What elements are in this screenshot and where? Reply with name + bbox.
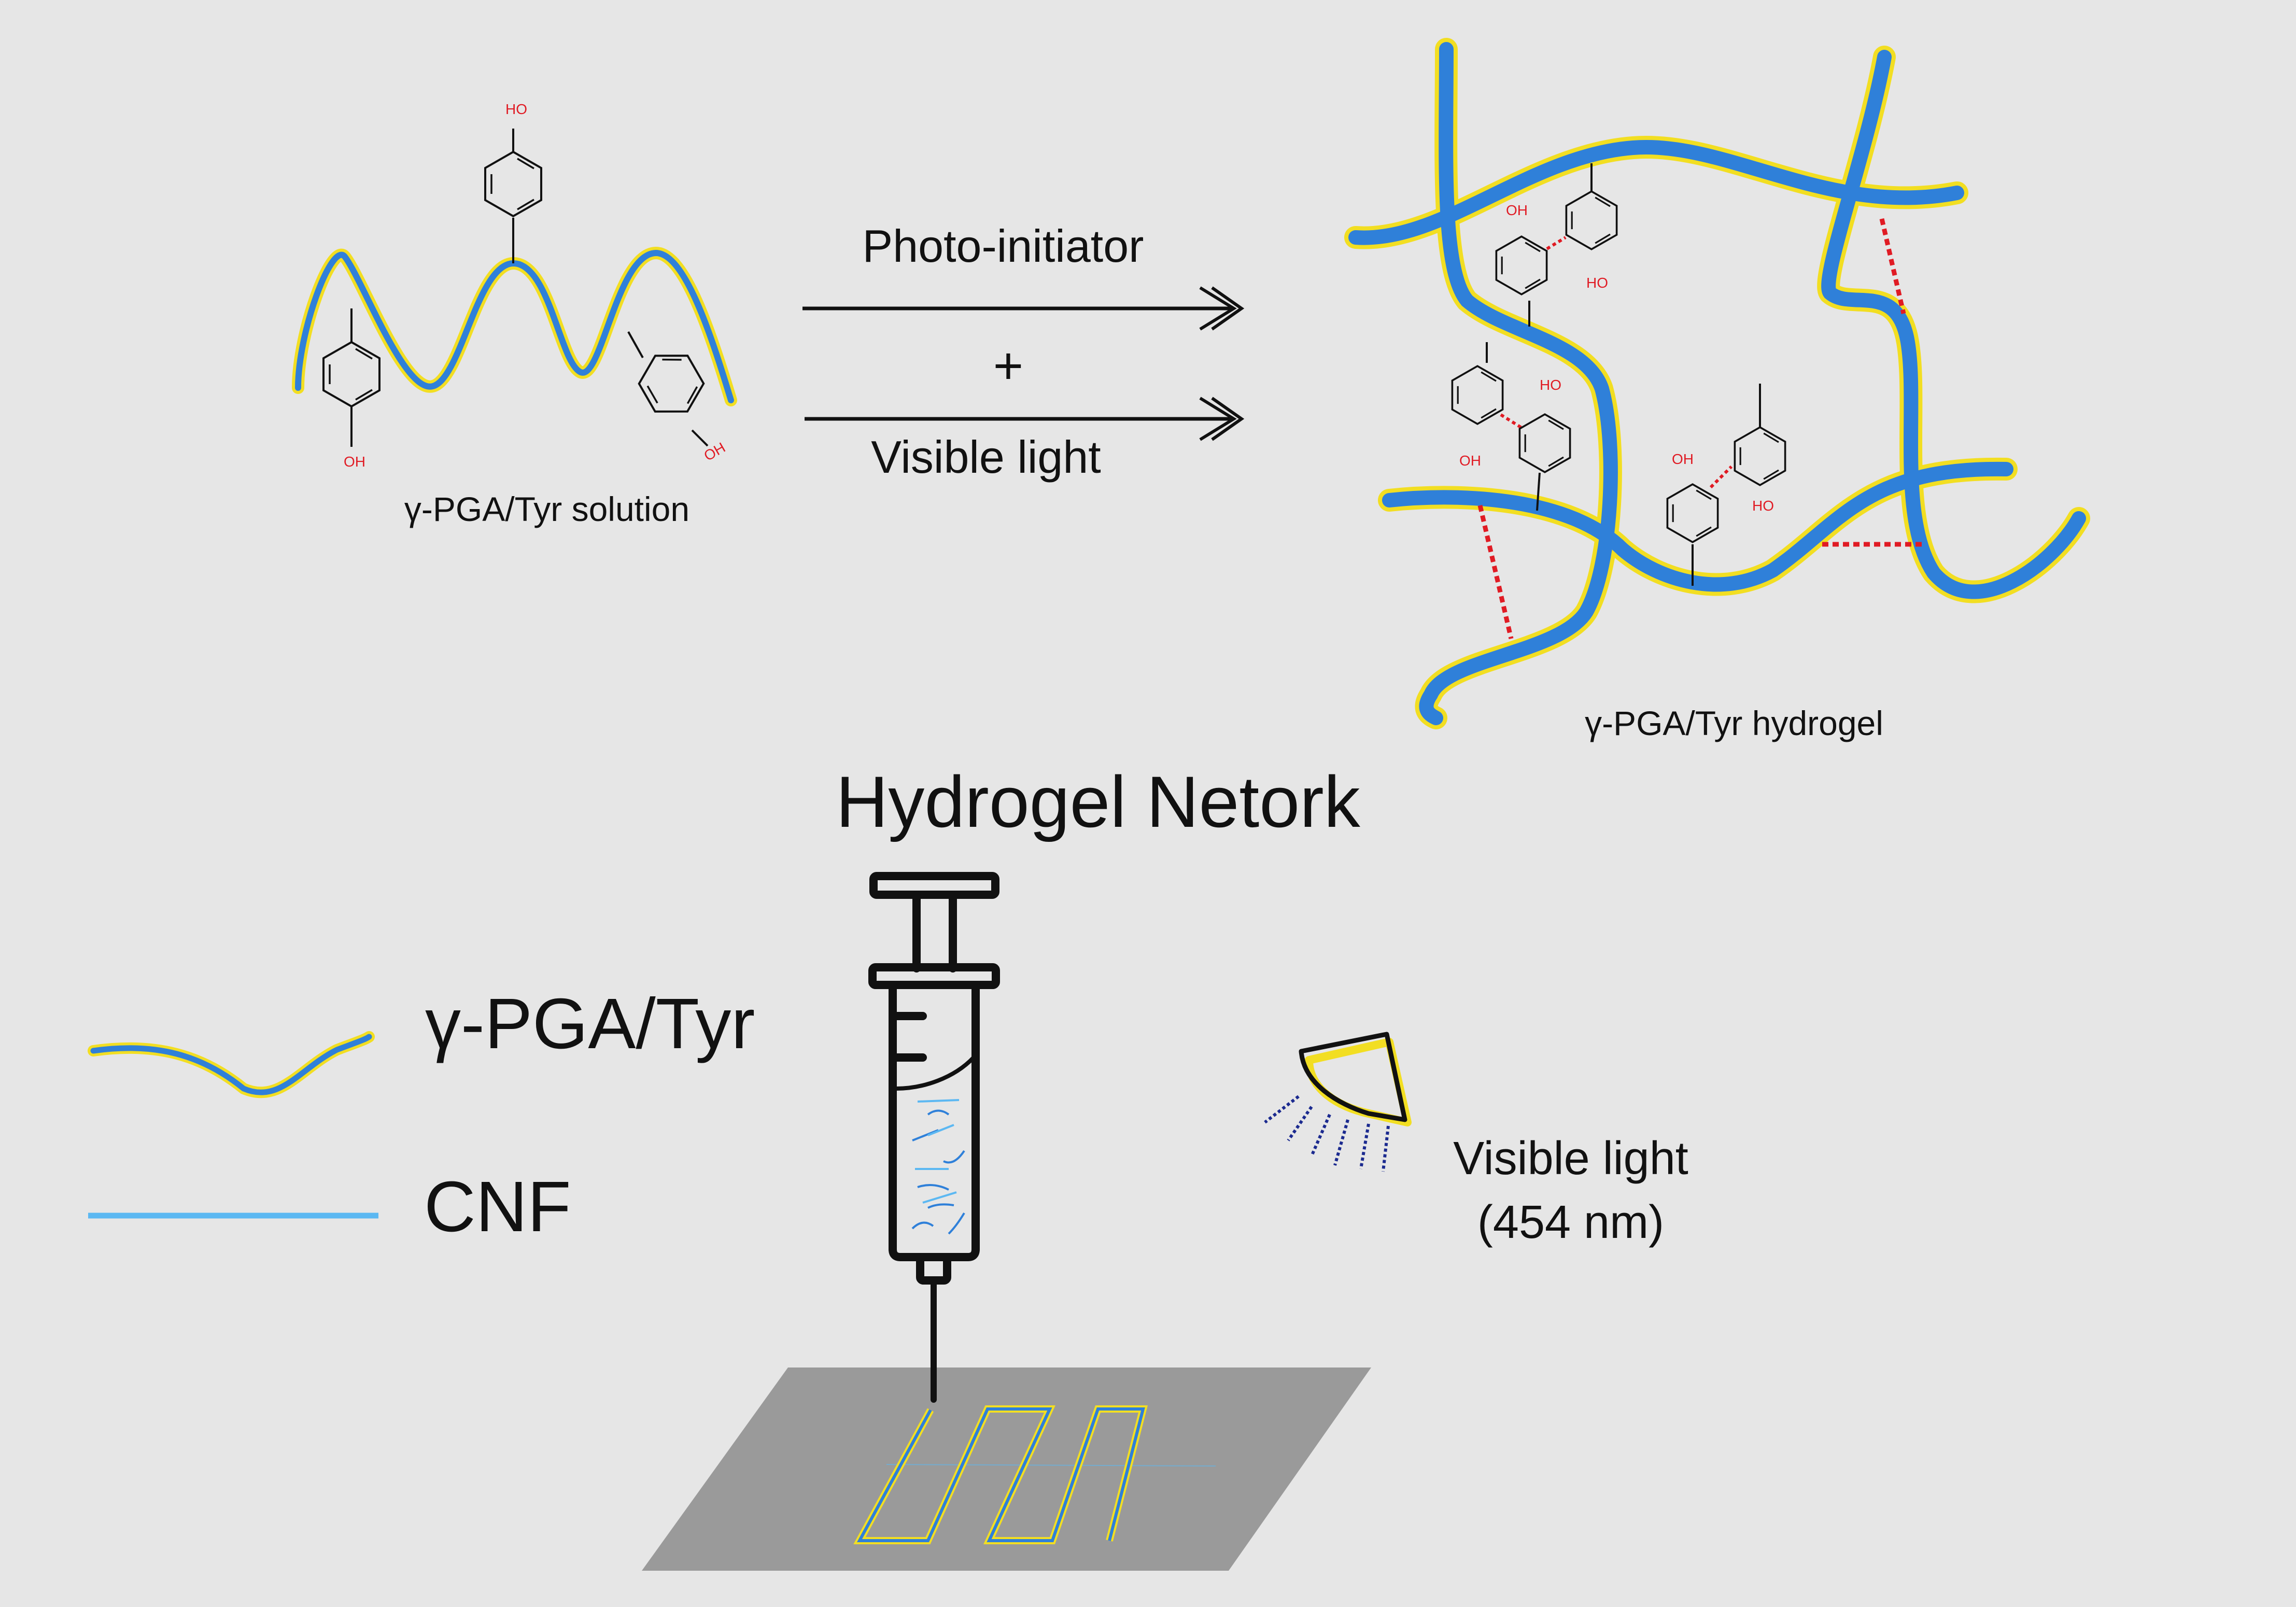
phenol-ring-icon: [1495, 235, 1548, 295]
crosslink-bond: [1546, 236, 1567, 250]
phenol-ring-icon: [1451, 365, 1504, 425]
oh-group-label: OH: [1506, 202, 1528, 218]
arrow-head-icon: [1199, 286, 1237, 331]
light-wavelength-label: (454 nm): [1477, 1196, 1664, 1248]
phenol-ring-icon: [1734, 426, 1786, 486]
oh-group-label: HO: [505, 101, 527, 117]
arrow-head-icon: [1199, 397, 1237, 441]
phenol-ring-icon: [1666, 483, 1719, 543]
polymer-chain-halo: [292, 246, 737, 406]
solution-label: γ-PGA/Tyr solution: [404, 490, 689, 528]
legend-fiber-label: CNF: [424, 1167, 571, 1247]
polymer-chain: [1382, 461, 2013, 592]
syringe-flange: [868, 963, 1000, 989]
crosslink-bond: [1879, 218, 1906, 315]
legend-polymer-label: γ-PGA/Tyr: [425, 984, 755, 1064]
polymer-chain: [1821, 50, 2086, 599]
oh-group-label: HO: [1540, 377, 1561, 393]
lamp-icon: [1264, 1032, 1412, 1172]
oh-group-label: OH: [1459, 453, 1481, 469]
plus-sign: +: [993, 337, 1023, 395]
phenol-ring-icon: [1565, 190, 1618, 250]
phenol-ring-icon: [630, 341, 713, 427]
polymer-chain: [1419, 42, 1618, 725]
oh-group-label: HO: [1586, 275, 1608, 291]
light-rays: [1264, 1095, 1390, 1172]
visible-light-label: Visible light: [871, 431, 1101, 483]
phenol-ring-icon: [1518, 413, 1571, 473]
crosslink-bond: [1709, 465, 1733, 489]
legend-polymer-swatch: [90, 1034, 372, 1095]
section-title: Hydrogel Netork: [836, 761, 1361, 842]
oh-group-label: OH: [344, 454, 365, 470]
polymer-chain: [295, 249, 734, 403]
light-source-label: Visible light: [1453, 1133, 1688, 1185]
syringe-contents: [911, 1099, 965, 1235]
dityrosine-crosslink: OH HO: [1666, 384, 1786, 586]
hydrogel-label: γ-PGA/Tyr hydrogel: [1585, 704, 1883, 742]
dityrosine-crosslink: OH HO: [1451, 342, 1571, 511]
hydrogel-network: OH HO OH HO OH HO: [1344, 38, 2090, 729]
print-bed: [642, 1368, 1371, 1571]
reaction-arrows: Photo-initiator + Visible light: [802, 220, 1245, 483]
phenol-ring-icon: [484, 151, 542, 217]
legend: γ-PGA/Tyr CNF: [88, 984, 755, 1247]
crosslink-bond: [1477, 504, 1514, 640]
oh-group-label: HO: [1752, 498, 1774, 514]
phenol-ring-icon: [322, 341, 381, 407]
plunger-handle: [869, 872, 999, 899]
dityrosine-crosslink: OH HO: [1495, 163, 1618, 327]
photo-initiator-label: Photo-initiator: [863, 220, 1144, 272]
solution-molecule: HO OH OH: [292, 101, 737, 470]
oh-group-label: OH: [1672, 451, 1694, 467]
crosslink-bond: [1500, 413, 1523, 429]
syringe-icon: [868, 872, 1000, 1403]
